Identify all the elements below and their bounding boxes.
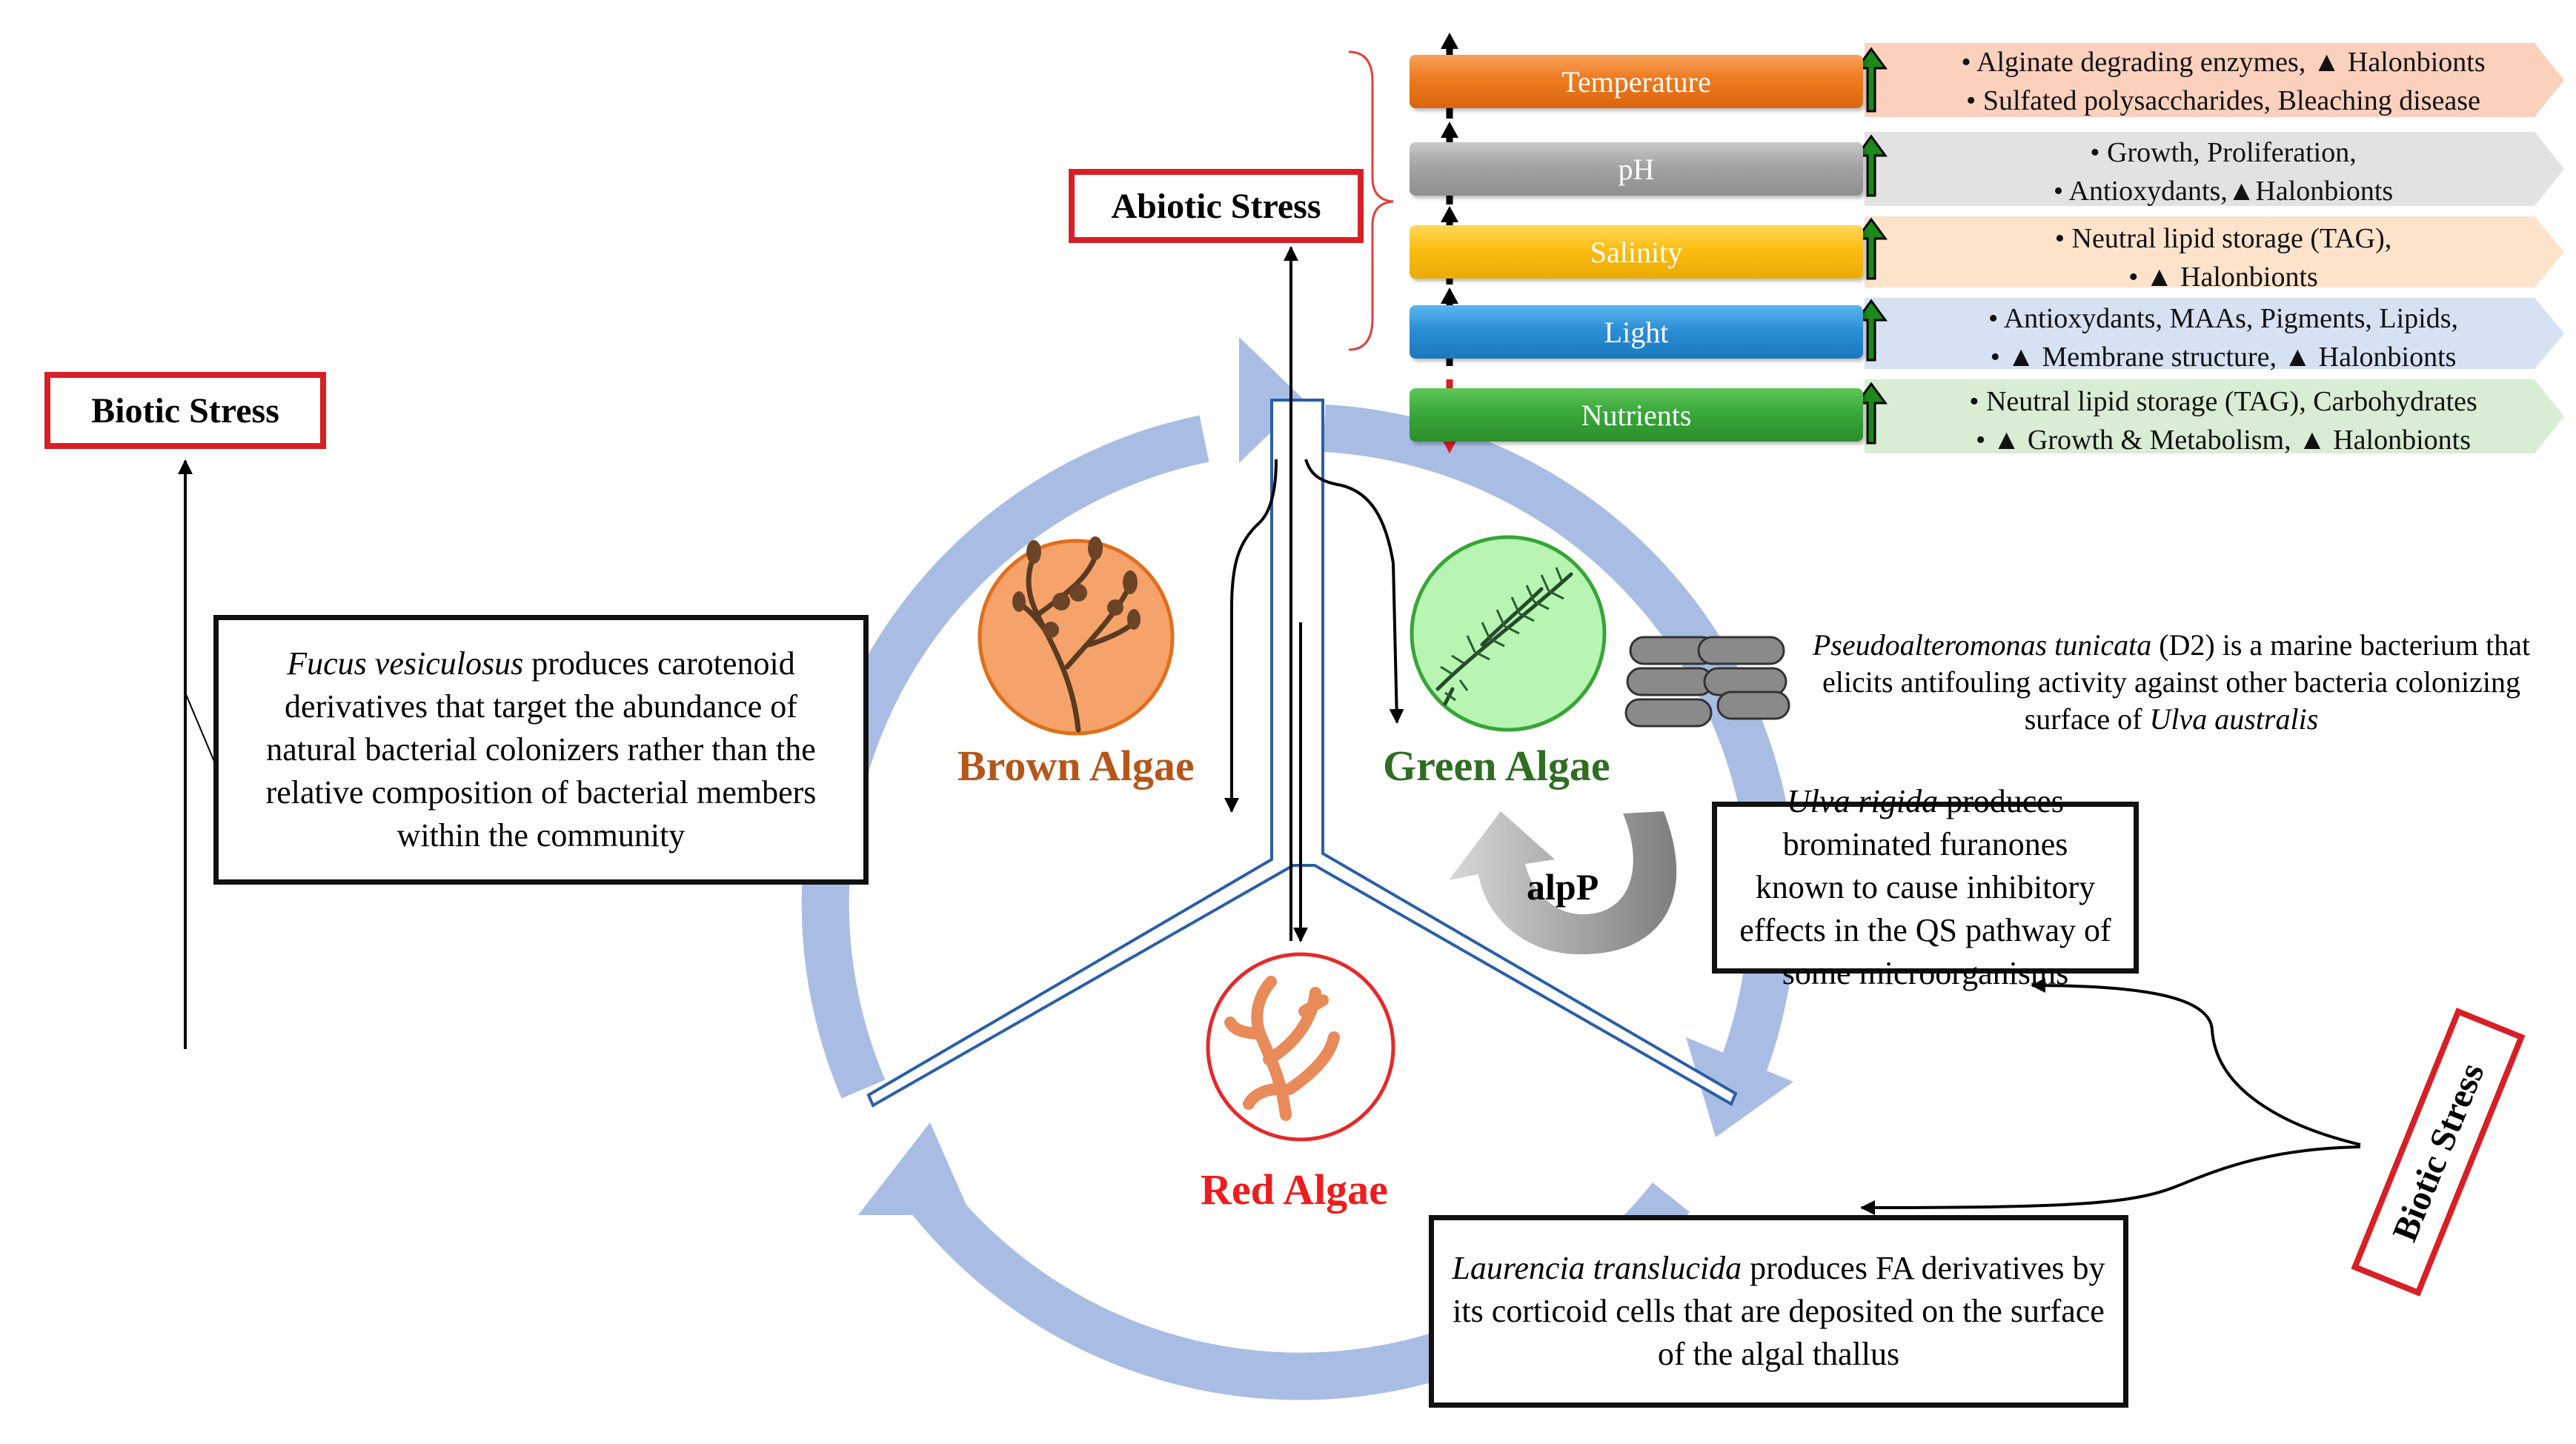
pseudoalteromonas-description: (D2) is a marine bacterium that elicits …	[1822, 628, 2531, 736]
fucus-species: Fucus vesiculosus	[287, 645, 524, 682]
fucus-text: Fucus vesiculosus produces carotenoid de…	[236, 642, 846, 857]
brown-algae-label: Brown Algae	[957, 742, 1195, 790]
ulva-rigida-text-box: Ulva rigida produces brominated furanone…	[1712, 783, 2139, 991]
brown-algae-icon	[977, 536, 1175, 736]
biotic-to-ulva-arrow	[2031, 978, 2361, 1146]
effects-salinity: • Neutral lipid storage (TAG), • ▲ Halon…	[1882, 219, 2564, 296]
cycle-arc-top-left	[801, 415, 1209, 1099]
effect-line: • Neutral lipid storage (TAG), Carbohydr…	[1969, 386, 2477, 417]
green-algae-label: Green Algae	[1383, 742, 1610, 790]
effect-line: • Antioxydants,▲Halonbionts	[2053, 176, 2394, 207]
effect-line: • ▲ Membrane structure, ▲ Halonbionts	[1990, 342, 2457, 373]
abiotic-to-green-arrow	[1304, 459, 1404, 724]
factor-temperature-label: Temperature	[1561, 64, 1711, 99]
effects-nutrients: • Neutral lipid storage (TAG), Carbohydr…	[1882, 382, 2564, 459]
effect-line: • ▲ Halonbionts	[2128, 262, 2318, 293]
factor-salinity-label: Salinity	[1590, 235, 1683, 269]
laurencia-species: Laurencia translucida	[1452, 1249, 1742, 1286]
effect-arrow-salinity	[1865, 216, 2564, 287]
fucus-text-box: Fucus vesiculosus produces carotenoid de…	[213, 615, 869, 885]
effect-arrow-nutrients	[1865, 379, 2564, 453]
factor-light-label: Light	[1604, 315, 1669, 349]
effects-temperature: • Alginate degrading enzymes, ▲ Halonbio…	[1882, 43, 2564, 120]
effects-light: • Antioxydants, MAAs, Pigments, Lipids, …	[1882, 299, 2564, 376]
factor-temperature: Temperature	[1410, 55, 1863, 108]
ulva-rigida-text: Ulva rigida produces brominated furanone…	[1735, 780, 2116, 995]
pseudoalteromonas-text: Pseudoalteromonas tunicata (D2) is a mar…	[1779, 627, 2564, 738]
abiotic-to-brown-arrow	[1224, 459, 1278, 813]
red-algae-icon	[1206, 952, 1395, 1142]
connector-arrows	[178, 246, 2361, 1215]
laurencia-text-box: Laurencia translucida produces FA deriva…	[1429, 1215, 2128, 1408]
cycle-arrowhead-left	[858, 1122, 971, 1215]
ulva-rigida-species: Ulva rigida	[1787, 782, 1939, 819]
laurencia-text: Laurencia translucida produces FA deriva…	[1452, 1247, 2105, 1376]
effect-arrow-ph	[1865, 132, 2564, 206]
red-algae-label: Red Algae	[1201, 1165, 1388, 1214]
abiotic-stress-label: Abiotic Stress	[1069, 169, 1364, 243]
factor-nutrients-label: Nutrients	[1581, 398, 1692, 432]
pseudoalteromonas-species: Pseudoalteromonas tunicata	[1812, 628, 2152, 662]
green-up-arrows	[1855, 47, 1888, 445]
biotic-stress-label-left: Biotic Stress	[44, 372, 326, 449]
factor-ph: pH	[1410, 142, 1863, 196]
green-algae-icon	[1410, 535, 1607, 732]
ulva-australis-species: Ulva australis	[2149, 702, 2319, 736]
alpP-label: alpP	[1527, 866, 1599, 908]
factor-light: Light	[1410, 305, 1863, 359]
biotic-to-laurencia-arrow	[1860, 1145, 2361, 1215]
factor-ph-label: pH	[1618, 152, 1655, 186]
effect-line: • Growth, Proliferation,	[2090, 137, 2357, 168]
factor-nutrients: Nutrients	[1410, 388, 1863, 442]
effect-line: • Antioxydants, MAAs, Pigments, Lipids,	[1988, 303, 2458, 334]
effect-line: • Sulfated polysaccharides, Bleaching di…	[1966, 85, 2480, 116]
effect-line: • Alginate degrading enzymes, ▲ Halonbio…	[1961, 47, 2486, 78]
bacteria-icon	[1624, 636, 1790, 728]
laurencia-description: produces FA derivatives by its corticoid…	[1453, 1249, 2105, 1373]
cycle-arrowhead-right	[1686, 1037, 1793, 1137]
fucus-description: produces carotenoid derivatives that tar…	[265, 645, 817, 854]
effect-arrow-temperature	[1865, 43, 2564, 117]
effect-arrow-light	[1865, 298, 2564, 369]
fucus-leader-line	[185, 692, 216, 764]
alpP-curved-arrow	[1449, 811, 1677, 955]
effect-arrows	[1865, 43, 2564, 453]
effect-line: • Neutral lipid storage (TAG),	[2054, 223, 2392, 254]
ulva-rigida-description: produces brominated furanones known to c…	[1739, 782, 2111, 992]
effects-ph: • Growth, Proliferation, • Antioxydants,…	[1882, 133, 2564, 210]
effect-line: • ▲ Growth & Metabolism, ▲ Halonbionts	[1976, 425, 2471, 456]
abiotic-brace	[1348, 50, 1394, 351]
factor-salinity: Salinity	[1410, 225, 1863, 279]
